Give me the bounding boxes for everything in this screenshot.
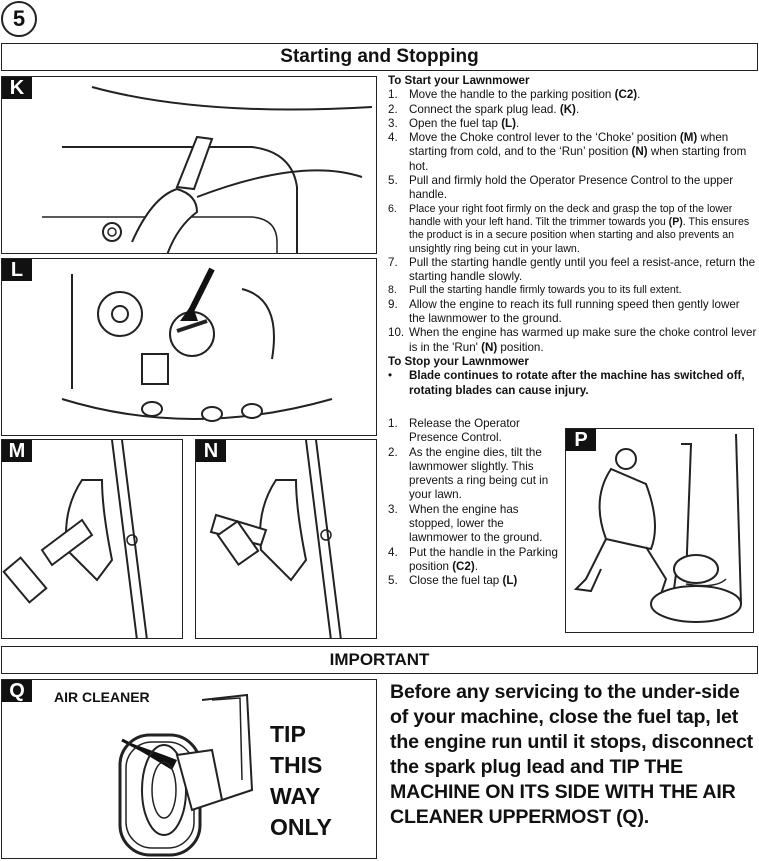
list-item: 3.When the engine has stopped, lower the… [388, 502, 543, 545]
important-heading: IMPORTANT [1, 646, 758, 674]
list-item: 2.As the engine dies, tilt the lawnmower… [388, 445, 549, 502]
operator-tilting-mower-illustration [573, 433, 742, 623]
choke-lever-choke-illustration [2, 440, 148, 638]
mower-on-side-illustration [118, 693, 254, 857]
list-item: 1.Move the handle to the parking positio… [388, 88, 641, 102]
air-cleaner-label: AIR CLEANER [54, 689, 150, 705]
figure-label-q: Q [2, 680, 32, 702]
figure-label-m: M [2, 440, 32, 462]
list-item: 7.Pull the starting handle gently until … [388, 255, 756, 284]
list-item: 8.Pull the starting handle firmly toward… [388, 284, 682, 297]
servicing-warning: Before any servicing to the under-side o… [390, 681, 754, 828]
stop-heading: To Stop your Lawnmower [388, 354, 529, 368]
list-item: 2.Connect the spark plug lead. (K). [388, 102, 580, 116]
list-item: 4.Put the handle in the Parking position… [388, 545, 558, 573]
figure-q: Q [1, 679, 377, 859]
figure-p: P [565, 428, 754, 633]
stop-instructions: 1.Release the Operator Presence Control.… [388, 417, 562, 589]
start-instructions: To Start your Lawnmower 1.Move the handl… [388, 74, 758, 398]
spark-plug-illustration [42, 86, 373, 253]
figure-label-k: K [2, 77, 32, 99]
figure-m: M [1, 439, 183, 639]
figure-k: K [1, 76, 377, 254]
figure-l: L [1, 258, 377, 436]
start-heading: To Start your Lawnmower [388, 74, 530, 87]
figure-label-l: L [2, 259, 32, 281]
choke-lever-run-illustration [209, 440, 342, 638]
list-item: 1.Release the Operator Presence Control. [388, 417, 520, 445]
page-number: 5 [1, 1, 37, 37]
list-item: 3.Open the fuel tap (L). [388, 116, 520, 130]
stop-warning: •Blade continues to rotate after the mac… [388, 369, 745, 397]
list-item: 6.Place your right foot firmly on the de… [388, 202, 750, 255]
list-item: 4.Move the Choke control lever to the ‘C… [388, 131, 747, 173]
figure-label-p: P [566, 429, 596, 451]
fuel-tap-illustration [61, 267, 333, 422]
list-item: 5.Close the fuel tap (L) [388, 574, 518, 588]
list-item: 9.Allow the engine to reach its full run… [388, 297, 740, 326]
section-title: Starting and Stopping [1, 43, 758, 71]
list-item: 5.Pull and firmly hold the Operator Pres… [388, 174, 734, 202]
list-item: 10.When the engine has warmed up make su… [388, 326, 757, 354]
tip-this-way-only: TIP THIS WAY ONLY [270, 721, 332, 840]
figure-label-n: N [196, 440, 226, 462]
figure-n: N [195, 439, 377, 639]
